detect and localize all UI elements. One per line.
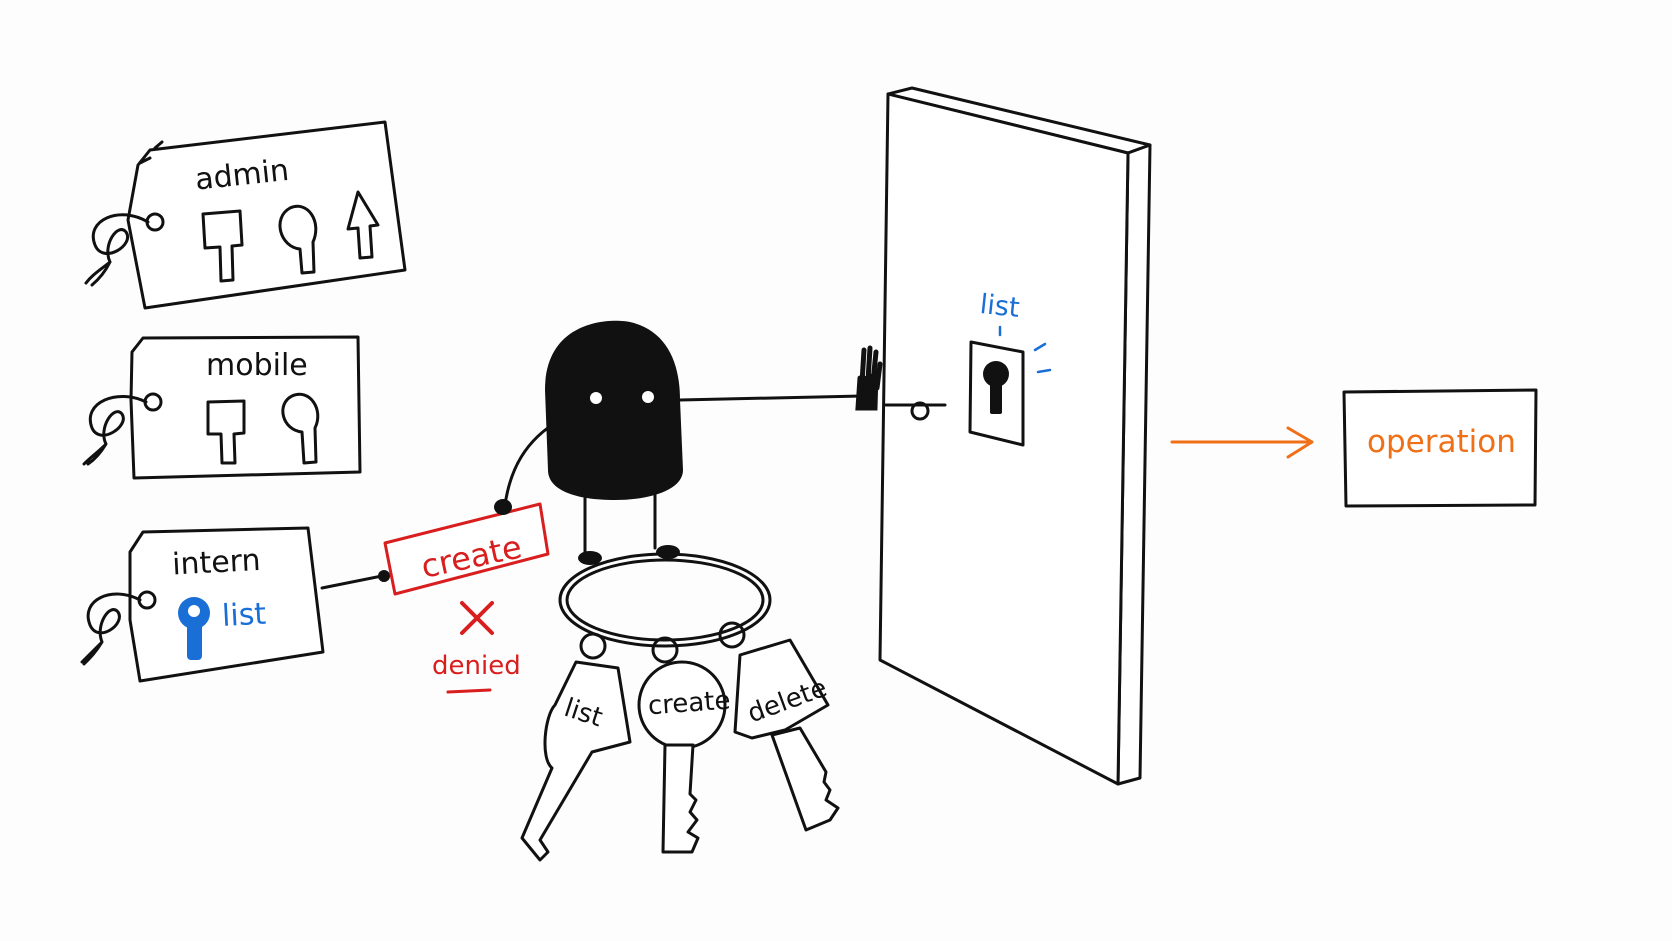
denied-label: denied (432, 651, 521, 681)
square-key-icon (201, 209, 244, 283)
key-list: list (520, 660, 632, 862)
mobile-tag: mobile (82, 335, 362, 480)
intern-tag-label: intern (171, 543, 261, 583)
key-create-label: create (647, 686, 731, 722)
stop-hand-icon (855, 345, 883, 411)
list-key-icon (178, 597, 210, 660)
hand-icon (494, 499, 512, 515)
denied-underline (446, 688, 492, 694)
request-card: create (383, 502, 550, 596)
denied-mark: denied (432, 601, 521, 694)
character-body (545, 320, 683, 500)
door-knob (910, 401, 930, 421)
connector-line (320, 574, 384, 590)
keyring: list create delete (520, 552, 840, 862)
key-create: create (637, 660, 731, 854)
eye-icon (642, 391, 654, 403)
arrow-to-operation (1170, 426, 1314, 459)
keyhole-icon (983, 361, 1009, 414)
string-icon (82, 395, 148, 466)
mobile-tag-label: mobile (206, 348, 308, 383)
keyhole-label: list (978, 289, 1021, 324)
round-key-icon (278, 204, 318, 275)
round-key-icon (281, 392, 320, 465)
door: list (878, 86, 1152, 786)
gatekeeper-character (494, 320, 883, 565)
eye-icon (590, 392, 602, 404)
square-key-icon (206, 399, 246, 465)
key-delete: delete (733, 638, 840, 832)
glow-lines (998, 325, 1052, 374)
x-mark-icon (460, 601, 494, 635)
arrow-key-icon (346, 190, 380, 260)
intern-tag: intern list (80, 526, 390, 683)
connector-knot (378, 570, 390, 582)
intern-permission-label: list (221, 597, 267, 634)
string-icon (84, 213, 150, 287)
operation-label: operation (1367, 424, 1516, 460)
string-icon (80, 592, 142, 666)
operation-box: operation (1342, 388, 1538, 508)
admin-tag: admin (84, 120, 407, 310)
arrow-icon (1170, 426, 1314, 459)
